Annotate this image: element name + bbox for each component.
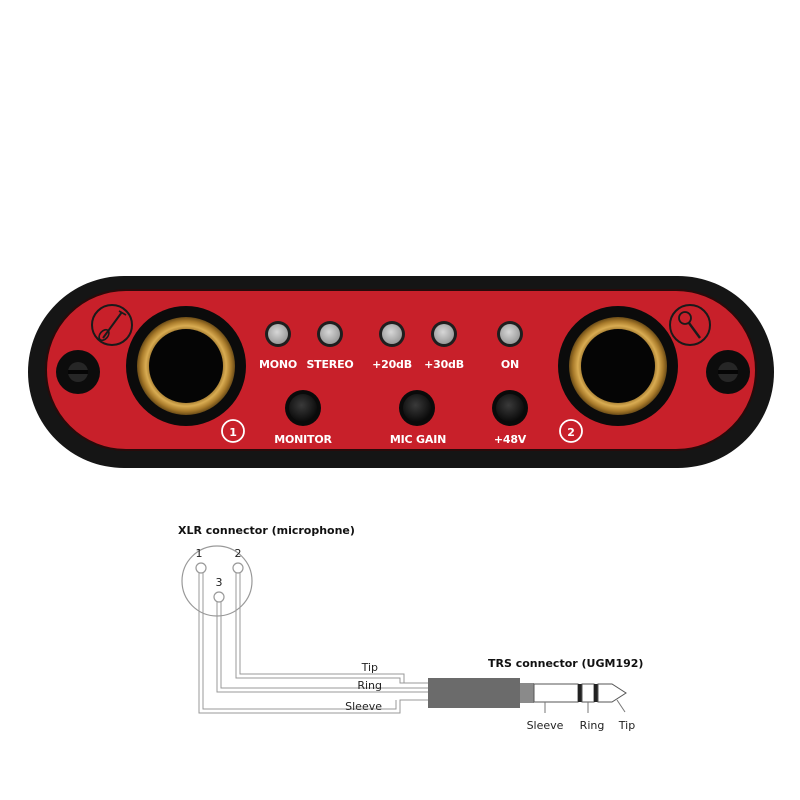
microphone-icon <box>669 304 711 346</box>
button-label-monitor: MONITOR <box>274 433 332 446</box>
wire-label-sleeve: Sleeve <box>345 700 382 713</box>
channel-1-badge: 1 <box>221 419 245 443</box>
wiring-diagram: XLR connector (microphone) 1 2 3 Tip Rin… <box>178 524 643 732</box>
led-label-stereo: STEREO <box>306 358 353 371</box>
xlr-pin-label-3: 3 <box>216 576 223 589</box>
wire-label-ring: Ring <box>357 679 382 692</box>
xlr-pin-3 <box>213 591 225 603</box>
channel-2-number: 2 <box>567 426 574 439</box>
button-label-mic-gain: MIC GAIN <box>390 433 446 446</box>
led-stereo <box>317 321 343 347</box>
mic-gain-button[interactable] <box>399 390 435 426</box>
xlr-pin-label-1: 1 <box>196 547 203 560</box>
led-on <box>497 321 523 347</box>
xlr-pin-2 <box>232 562 244 574</box>
trs-title: TRS connector (UGM192) <box>488 657 643 670</box>
led-30db <box>431 321 457 347</box>
led-label-mono: MONO <box>259 358 297 371</box>
button-label-48v: +48V <box>494 433 527 446</box>
phantom-power-button[interactable] <box>492 390 528 426</box>
trs-plug <box>428 678 627 708</box>
xlr-pin-label-2: 2 <box>235 547 242 560</box>
channel-1-number: 1 <box>229 426 236 439</box>
input-jack-1[interactable] <box>126 306 246 426</box>
led-label-30db: +30dB <box>424 358 464 371</box>
plug-label-ring: Ring <box>580 719 605 732</box>
channel-2-badge: 2 <box>559 419 583 443</box>
led-label-on: ON <box>501 358 519 371</box>
input-jack-2[interactable] <box>558 306 678 426</box>
audio-interface: 1 2 MONO STEREO +20dB +30dB <box>28 276 774 468</box>
xlr-title: XLR connector (microphone) <box>178 524 355 537</box>
xlr-pin-1 <box>195 562 207 574</box>
right-screw-icon <box>706 350 750 394</box>
wire-ring <box>216 602 428 693</box>
wire-sleeve <box>198 573 428 714</box>
plug-label-tip: Tip <box>618 719 635 732</box>
wire-tip <box>235 573 428 684</box>
led-label-20db: +20dB <box>372 358 412 371</box>
wire-label-tip: Tip <box>361 661 378 674</box>
plug-label-sleeve: Sleeve <box>527 719 564 732</box>
monitor-button[interactable] <box>285 390 321 426</box>
led-20db <box>379 321 405 347</box>
led-mono <box>265 321 291 347</box>
xlr-connector: 1 2 3 <box>181 545 253 617</box>
left-screw-icon <box>56 350 100 394</box>
guitar-icon <box>91 304 133 346</box>
trs-plug-handle <box>428 678 520 708</box>
